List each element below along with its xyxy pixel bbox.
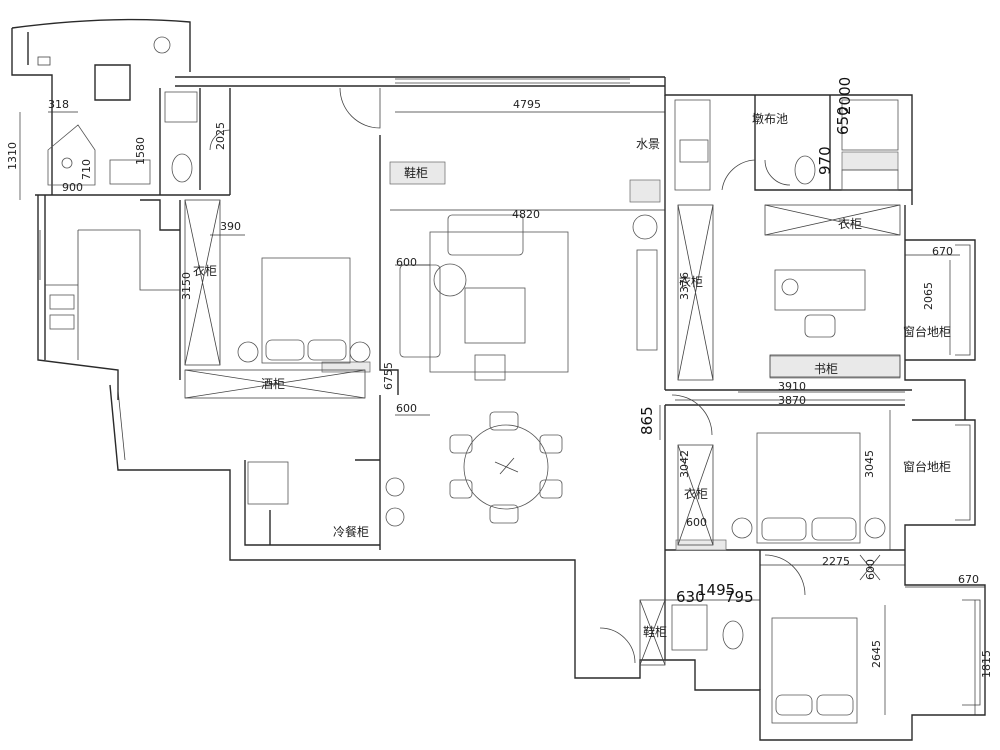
dim-630: 630 — [676, 588, 705, 606]
label-bookcase: 书柜 — [814, 362, 838, 376]
furniture — [37, 36, 899, 724]
label-shoe-cabinet-top: 鞋柜 — [404, 165, 428, 180]
entry-shoe-box — [639, 599, 666, 666]
dim-2645: 2645 — [870, 640, 883, 668]
dim-670-a: 670 — [932, 245, 953, 258]
dim-3150: 3150 — [180, 272, 193, 300]
doors — [209, 87, 881, 664]
dim-4795: 4795 — [513, 98, 541, 111]
dim-1815: 1815 — [980, 650, 993, 678]
dim-4820: 4820 — [512, 208, 540, 221]
dim-600-b: 600 — [396, 402, 417, 415]
dim-3045: 3045 — [863, 450, 876, 478]
sofa-area — [399, 214, 658, 381]
dim-710: 710 — [80, 159, 93, 180]
dim-970: 970 — [816, 146, 834, 175]
dim-650: 650 — [834, 106, 852, 135]
dim-1495: 1495 — [697, 581, 735, 599]
dim-3910: 3910 — [778, 380, 806, 393]
dimension-labels: 318 1310 710 900 1580 2025 4795 4820 390… — [6, 77, 993, 678]
study-top-wardrobe — [764, 204, 901, 236]
dim-2275: 2275 — [822, 555, 850, 568]
dim-1310: 1310 — [6, 142, 19, 170]
dim-3870: 3870 — [778, 394, 806, 407]
dim-670-b: 670 — [958, 573, 979, 586]
label-window-cabinet-1: 窗台地柜 — [903, 324, 951, 339]
dim-390: 390 — [220, 220, 241, 233]
dim-795: 795 — [725, 588, 754, 606]
dim-2000: 2000 — [836, 77, 854, 115]
dining-set — [449, 411, 563, 524]
dim-2025: 2025 — [214, 122, 227, 150]
label-shoe-cabinet-entry: 鞋柜 — [643, 624, 667, 639]
dim-318: 318 — [48, 98, 69, 111]
room-labels: 鞋柜 水景 墩布池 衣柜 酒柜 衣柜 衣柜 窗台地柜 书柜 窗台地柜 衣柜 冷餐… — [193, 112, 951, 639]
cabinets — [184, 151, 901, 666]
dim-3376: 3376 — [678, 272, 691, 300]
dim-1580: 1580 — [134, 137, 147, 165]
bed-bottom — [771, 617, 858, 724]
label-water-feature: 水景 — [636, 137, 660, 151]
dim-2065: 2065 — [922, 282, 935, 310]
label-wardrobe-left: 衣柜 — [193, 263, 217, 278]
dim-600-d: 600 — [864, 559, 877, 580]
dim-600-c: 600 — [686, 516, 707, 529]
study-wardrobe-box — [677, 204, 714, 381]
bed2-wardrobe-box — [677, 444, 714, 546]
wine-cabinet-box — [184, 369, 366, 399]
label-mop-pool: 墩布池 — [752, 112, 788, 126]
label-window-cabinet-2: 窗台地柜 — [903, 459, 951, 474]
bed-master-right — [731, 432, 886, 544]
label-wardrobe-bed2: 衣柜 — [684, 486, 708, 501]
wardrobe-left-box — [184, 199, 221, 366]
dim-865: 865 — [638, 406, 656, 435]
label-cold-buffet: 冷餐柜 — [333, 524, 369, 539]
windows — [39, 78, 981, 706]
outer-walls — [11, 18, 986, 741]
dim-900: 900 — [62, 181, 83, 194]
label-wine-cabinet: 酒柜 — [261, 377, 285, 391]
dim-3042: 3042 — [678, 450, 691, 478]
bed-left — [237, 257, 371, 364]
dim-600-a: 600 — [396, 256, 417, 269]
label-study-wardrobe: 衣柜 — [838, 216, 862, 231]
dimension-lines — [19, 111, 985, 715]
label-wardrobe-master: 衣柜 — [679, 274, 703, 289]
dim-6755: 6755 — [382, 362, 395, 390]
